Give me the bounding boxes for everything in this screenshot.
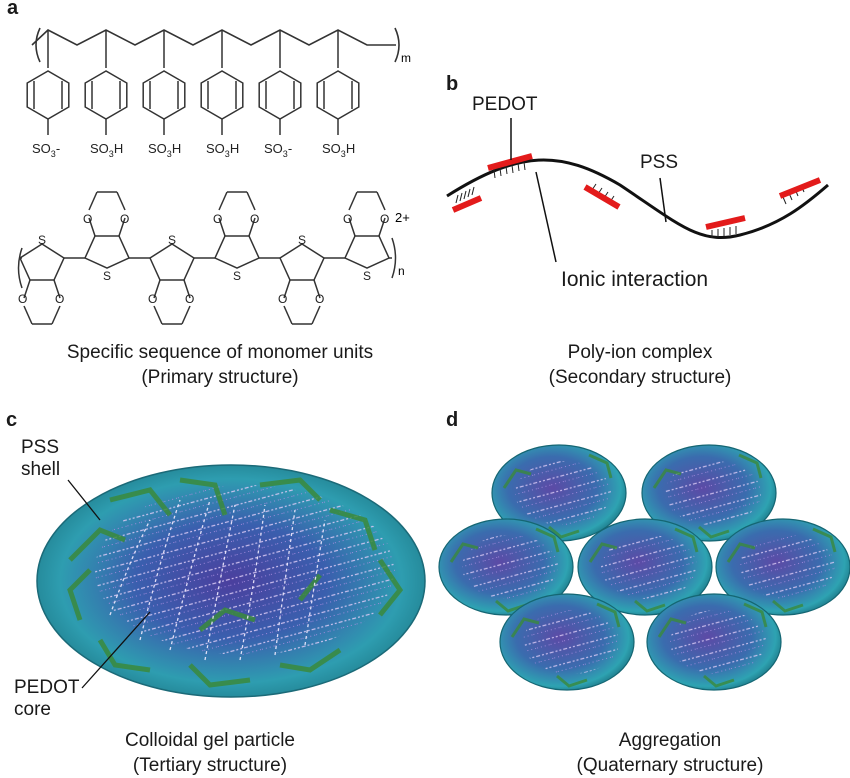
ionic-leader: [535, 171, 557, 263]
edot-repeat-unit: [259, 243, 325, 325]
pss-repeat-unit: [316, 30, 360, 135]
caption-quaternary: Aggregation (Quaternary structure): [520, 728, 820, 778]
thiophene-ring: [84, 235, 130, 269]
pss-repeat-unit: [84, 30, 128, 135]
pss-chain-curve: [446, 158, 829, 240]
aggregate-particle: [715, 518, 850, 616]
pedot-bar: [583, 184, 621, 210]
oxygen-atom: O: [148, 292, 157, 306]
aggregate-particles: [438, 444, 850, 691]
chemical-structures: S O O S O O S O O S O O S O O S O O m n 2+ SO3- SO3H SO3H SO…: [17, 27, 411, 325]
pss-subscript: m: [401, 51, 411, 65]
oxygen-atom: O: [213, 212, 222, 226]
aggregate-particle: [499, 593, 635, 691]
pedot-bar: [487, 153, 533, 171]
sulfur-atom: S: [233, 269, 241, 283]
sulfur-atom: S: [103, 269, 111, 283]
caption-secondary-line1: Poly-ion complex: [567, 342, 713, 363]
thiophene-ring: [19, 243, 65, 281]
thiophene-ring: [344, 235, 390, 269]
panel-label-a: a: [7, 0, 19, 19]
sulfonate-group-label: SO3H: [206, 141, 239, 159]
panel-label-c: c: [6, 409, 18, 431]
pedot-bar: [778, 177, 822, 199]
thiophene-ring: [149, 243, 195, 281]
aggregate-particle: [491, 444, 627, 542]
edot-repeat-unit: [64, 191, 130, 269]
label-pedot-core: PEDOT core: [14, 677, 79, 721]
caption-tertiary-line2: (Tertiary structure): [132, 755, 288, 776]
aggregate-particle: [438, 518, 574, 616]
gel-particle: [36, 464, 426, 698]
oxygen-atom: O: [120, 212, 129, 226]
shell-leader: [67, 479, 101, 521]
label-ionic-interaction: Ionic interaction: [561, 268, 709, 291]
oxygen-atom: O: [250, 212, 259, 226]
oxygen-atom: O: [185, 292, 194, 306]
pedot-subscript: n: [398, 264, 405, 278]
panel-label-b: b: [446, 73, 459, 95]
label-pss-shell-line2: shell: [21, 459, 61, 480]
pedot-charge: 2+: [395, 210, 410, 225]
sulfonate-group-label: SO3H: [322, 141, 355, 159]
aggregate-particle: [646, 593, 782, 691]
pedot-bar: [705, 215, 746, 230]
pedot-bar: [451, 195, 483, 213]
label-pedot: PEDOT: [472, 94, 538, 115]
label-pss-shell: PSS shell: [21, 437, 60, 481]
caption-primary: Specific sequence of monomer units (Prim…: [20, 340, 420, 390]
sulfonate-group-label: SO3-: [32, 141, 60, 159]
oxygen-atom: O: [278, 292, 287, 306]
oxygen-atom: O: [343, 212, 352, 226]
pedot-bars: [451, 153, 822, 230]
label-pedot-core-line1: PEDOT: [14, 677, 80, 698]
sulfonate-group-label: SO3H: [148, 141, 181, 159]
label-pedot-core-line2: core: [14, 699, 51, 720]
edot-repeat-unit: [324, 191, 390, 269]
oxygen-atom: O: [55, 292, 64, 306]
panel-label-d: d: [446, 409, 459, 431]
caption-tertiary: Colloidal gel particle (Tertiary structu…: [60, 728, 360, 778]
pss-shell-strands: [67, 477, 404, 688]
sulfonate-group-label: SO3H: [90, 141, 123, 159]
aggregate-particle: [577, 518, 713, 616]
caption-quaternary-line1: Aggregation: [618, 730, 722, 751]
label-pss: PSS: [640, 152, 679, 173]
pss-repeat-unit: [200, 30, 244, 135]
polyion-complex-diagram: [446, 118, 829, 263]
pss-repeat-unit: [142, 30, 186, 135]
pss-repeat-unit: [26, 30, 70, 135]
edot-repeat-unit: [129, 243, 195, 325]
caption-primary-line1: Specific sequence of monomer units: [66, 342, 374, 363]
thiophene-ring: [214, 235, 260, 269]
sulfur-atom: S: [38, 233, 46, 247]
oxygen-atom: O: [315, 292, 324, 306]
caption-secondary-line2: (Secondary structure): [548, 367, 732, 388]
label-pss-shell-line1: PSS: [21, 437, 60, 458]
oxygen-atom: O: [380, 212, 389, 226]
edot-repeat-unit: [194, 191, 260, 269]
pedot-core-strands: [109, 499, 326, 661]
pss-leader: [659, 177, 667, 223]
caption-primary-line2: (Primary structure): [141, 367, 299, 388]
oxygen-atom: O: [83, 212, 92, 226]
sulfur-atom: S: [298, 233, 306, 247]
core-leader: [81, 611, 151, 689]
oxygen-atom: O: [18, 292, 27, 306]
sulfur-atom: S: [363, 269, 371, 283]
sulfur-atom: S: [168, 233, 176, 247]
pss-repeat-unit: [258, 30, 302, 135]
aggregate-particle: [641, 444, 777, 542]
caption-tertiary-line1: Colloidal gel particle: [124, 730, 296, 751]
caption-quaternary-line2: (Quaternary structure): [576, 755, 764, 776]
edot-repeat-unit: [19, 243, 65, 325]
thiophene-ring: [279, 243, 325, 281]
caption-secondary: Poly-ion complex (Secondary structure): [490, 340, 790, 390]
sulfonate-group-label: SO3-: [264, 141, 292, 159]
